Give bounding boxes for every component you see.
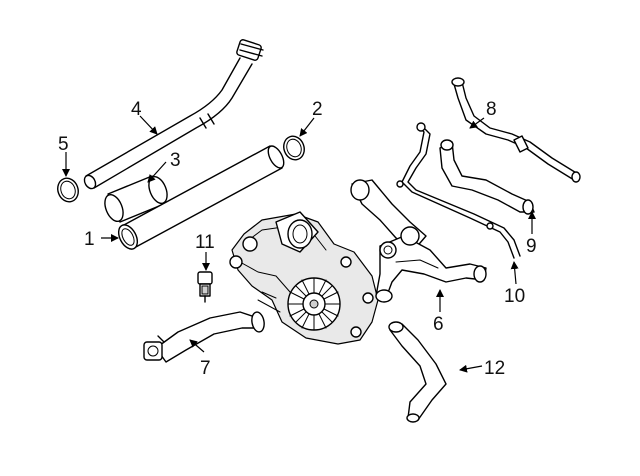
callout-2: 2	[312, 99, 323, 120]
part-12-hose[interactable]	[388, 321, 447, 423]
part-8-vent-hose[interactable]	[451, 77, 581, 183]
callout-3: 3	[170, 150, 181, 171]
callout-9: 9	[526, 236, 537, 257]
part-11-sensor[interactable]	[197, 271, 213, 303]
part-10-bleed-line[interactable]	[396, 122, 521, 259]
callout-6: 6	[433, 314, 444, 335]
callout-11: 11	[195, 232, 215, 253]
callout-7: 7	[200, 358, 211, 379]
part-2-o-ring[interactable]	[280, 133, 307, 162]
water-pump-assembly[interactable]	[229, 211, 379, 345]
callout-12: 12	[484, 358, 505, 379]
part-9-hose[interactable]	[439, 139, 535, 215]
part-6-thermostat-housing[interactable]	[350, 179, 487, 303]
callout-10: 10	[504, 286, 525, 307]
callout-4: 4	[131, 99, 142, 120]
callout-labels: 1 2 3 4 5 6 7 8 9 10 11 12	[58, 99, 537, 379]
callout-8: 8	[486, 99, 497, 120]
part-7-hose[interactable]	[143, 311, 266, 363]
leader-lines	[62, 115, 536, 373]
part-4-filler-pipe[interactable]	[82, 39, 264, 191]
callout-5: 5	[58, 134, 69, 155]
callout-1: 1	[84, 229, 95, 250]
part-5-o-ring[interactable]	[54, 175, 81, 204]
part-1-tube[interactable]	[115, 144, 287, 253]
